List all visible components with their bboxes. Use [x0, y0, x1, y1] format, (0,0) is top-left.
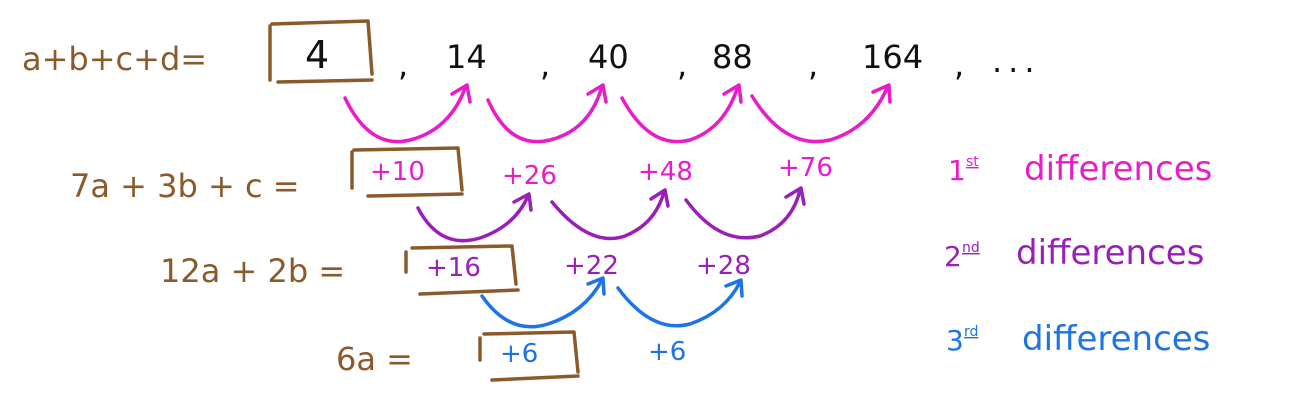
- row3-box: [478, 330, 580, 382]
- row0-term-1: 14: [446, 38, 487, 76]
- second-difference-arcs: [416, 186, 806, 243]
- row0-term-3: 88: [712, 38, 753, 76]
- row0-label: a+b+c+d=: [22, 40, 207, 78]
- row0-term-4: 164: [862, 38, 923, 76]
- arc-3-1: [480, 278, 604, 329]
- row0-term-2: 40: [588, 38, 629, 76]
- arc-2-2: [550, 190, 666, 241]
- row1-box: [350, 146, 464, 198]
- caption-first-number: 1: [948, 154, 966, 187]
- caption-second-number: 2: [944, 240, 962, 273]
- row2-box: [404, 244, 520, 296]
- row1-term-3: +76: [778, 153, 833, 183]
- caption-first-word: differences: [1024, 149, 1212, 189]
- caption-second-suffix: nd: [962, 240, 980, 256]
- arc-1-3-head: [722, 83, 743, 104]
- caption-third-word: differences: [1022, 319, 1210, 359]
- caption-first-suffix: st: [966, 154, 979, 170]
- first-difference-arcs: [343, 83, 892, 144]
- row0-comma-5: ,: [954, 46, 964, 84]
- row0-comma-1: ,: [398, 46, 408, 84]
- arc-3-2-head: [724, 278, 744, 298]
- arc-1-1-head: [450, 83, 472, 104]
- row0-comma-2: ,: [540, 46, 550, 84]
- arc-1-4: [750, 84, 890, 144]
- arc-2-1-head: [512, 192, 533, 212]
- caption-third-suffix: rd: [964, 324, 978, 340]
- arc-1-4-head: [871, 83, 892, 104]
- arc-2-1: [416, 194, 530, 243]
- arc-3-2: [616, 280, 742, 328]
- row1-boxed-value: +10: [370, 157, 425, 187]
- row1-term-2: +48: [638, 157, 693, 187]
- arc-2-2-head: [649, 188, 670, 208]
- row2-label: 12a + 2b =: [160, 252, 345, 290]
- row3-term-1: +6: [648, 337, 686, 367]
- row1-term-1: +26: [502, 161, 557, 191]
- arc-2-3: [684, 188, 802, 240]
- row3-boxed-value: +6: [500, 339, 538, 369]
- row0-comma-4: ,: [808, 46, 818, 84]
- row0-ellipsis: ...: [992, 42, 1041, 80]
- row0-comma-3: ,: [677, 46, 687, 84]
- row2-boxed-value: +16: [426, 253, 481, 283]
- third-difference-arcs: [480, 276, 744, 329]
- arc-3-1-head: [586, 276, 606, 296]
- arc-2-3-head: [784, 186, 806, 206]
- arc-1-2-head: [586, 83, 608, 104]
- arc-1-3: [620, 84, 740, 144]
- arc-1-2: [486, 84, 604, 144]
- caption-third-number: 3: [946, 324, 964, 357]
- row3-label: 6a =: [336, 340, 413, 378]
- row2-term-2: +28: [696, 251, 751, 281]
- row0-box: [268, 19, 374, 84]
- arc-1-1: [343, 84, 468, 144]
- row2-term-1: +22: [564, 251, 619, 281]
- row0-boxed-value: 4: [305, 33, 329, 77]
- row1-label: 7a + 3b + c =: [70, 167, 300, 205]
- caption-second-word: differences: [1016, 233, 1204, 273]
